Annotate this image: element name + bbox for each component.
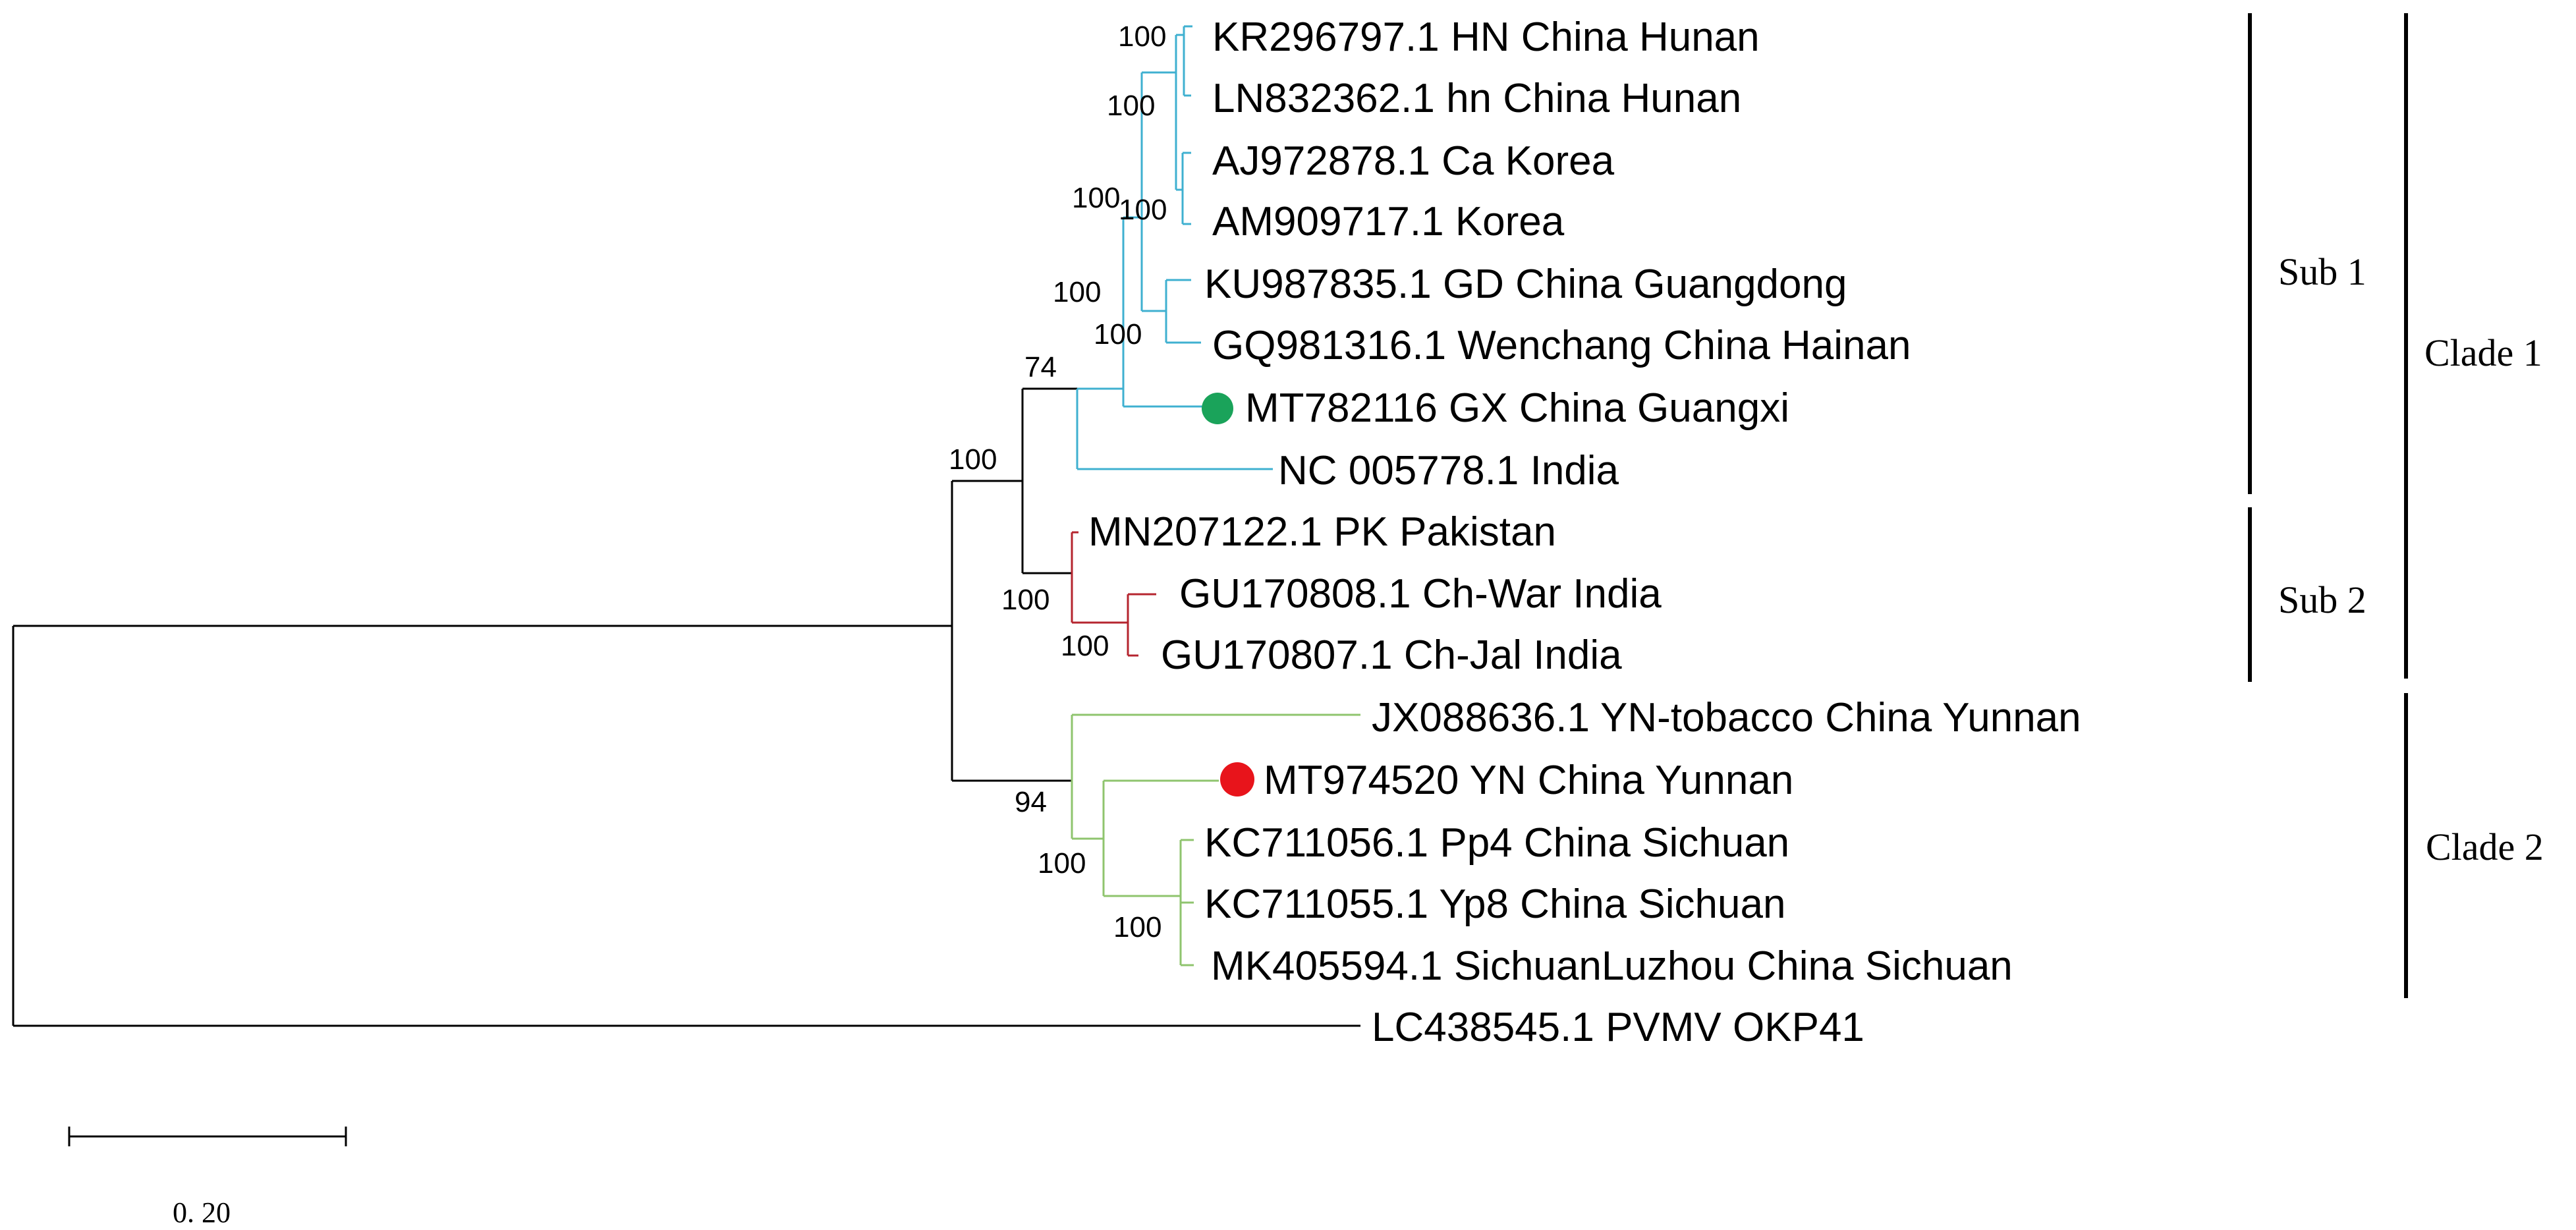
clade1-label: Clade 1 <box>2424 331 2542 374</box>
leaf-label: AJ972878.1 Ca Korea <box>1212 138 1615 184</box>
leaf-label: LC438545.1 PVMV OKP41 <box>1372 1005 1864 1050</box>
scale-bar <box>68 1127 347 1146</box>
sub2-branches <box>1071 531 1156 657</box>
bootstrap-value: 74 <box>1024 351 1057 383</box>
scale-bar-label: 0. 20 <box>173 1196 231 1229</box>
leaf-label: LN832362.1 hn China Hunan <box>1212 76 1741 121</box>
clade2-label: Clade 2 <box>2426 825 2544 868</box>
tree-branches <box>12 25 1360 1027</box>
bootstrap-value: 94 <box>1015 786 1047 818</box>
bootstrap-value: 100 <box>1113 911 1162 943</box>
bootstrap-value: 100 <box>1053 276 1101 308</box>
sub1-branches <box>1076 25 1273 470</box>
leaf-label: MK405594.1 SichuanLuzhou China Sichuan <box>1211 943 2013 989</box>
bootstrap-value: 100 <box>1001 584 1050 616</box>
bootstrap-labels: 100 100 100 100 100 100 74 100 100 100 9… <box>949 20 1167 943</box>
bootstrap-value: 100 <box>1094 318 1142 350</box>
group-brackets <box>2248 13 2408 998</box>
leaf-label: KC711055.1 Yp8 China Sichuan <box>1204 881 1785 927</box>
leaf-label: KR296797.1 HN China Hunan <box>1212 14 1760 60</box>
leaf-label: KU987835.1 GD China Guangdong <box>1204 262 1847 307</box>
bootstrap-value: 100 <box>1107 90 1155 122</box>
sub2-label: Sub 2 <box>2278 578 2366 621</box>
sub1-label: Sub 1 <box>2278 250 2366 293</box>
bootstrap-value: 100 <box>1118 20 1166 53</box>
bootstrap-value: 100 <box>1061 630 1109 662</box>
leaf-label: GU170807.1 Ch-Jal India <box>1161 632 1622 678</box>
leaf-label: GU170808.1 Ch-War India <box>1179 571 1662 617</box>
red-dot-marker <box>1220 762 1254 797</box>
leaf-label: NC 005778.1 India <box>1278 448 1619 493</box>
clade2-branches <box>1071 713 1360 966</box>
leaf-label: GQ981316.1 Wenchang China Hainan <box>1212 323 1911 368</box>
leaf-label: MN207122.1 PK Pakistan <box>1088 509 1556 555</box>
bootstrap-value: 100 <box>1072 182 1120 214</box>
leaf-label: MT974520 YN China Yunnan <box>1264 758 1793 803</box>
bootstrap-value: 100 <box>1038 847 1086 880</box>
bootstrap-value: 100 <box>949 443 997 476</box>
leaf-label: KC711056.1 Pp4 China Sichuan <box>1204 820 1789 866</box>
bootstrap-value: 100 <box>1119 194 1167 226</box>
green-dot-marker <box>1202 393 1233 424</box>
leaf-label: AM909717.1 Korea <box>1212 199 1565 244</box>
leaf-labels: KR296797.1 HN China Hunan LN832362.1 hn … <box>1088 14 2081 1050</box>
leaf-label: MT782116 GX China Guangxi <box>1245 385 1789 431</box>
leaf-label: JX088636.1 YN-tobacco China Yunnan <box>1372 695 2081 741</box>
